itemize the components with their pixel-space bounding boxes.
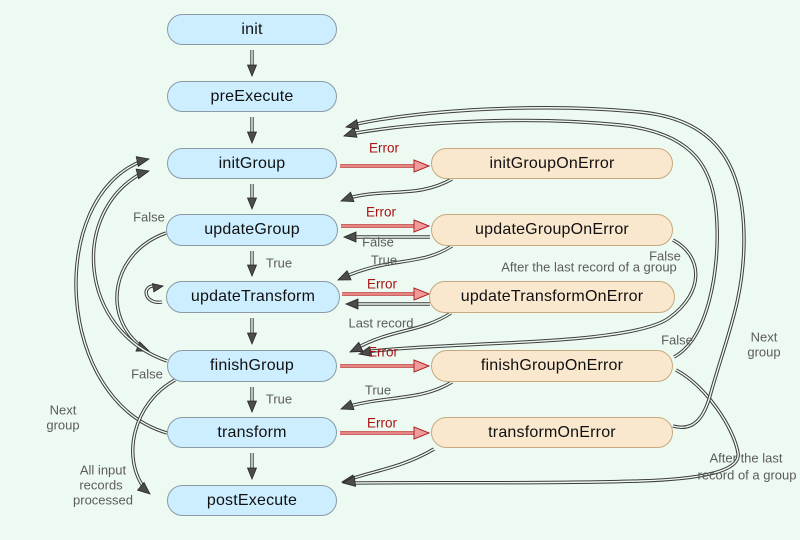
node-finish-group-on-error: finishGroupOnError [431, 350, 673, 382]
edge-transform-error [340, 426, 431, 440]
label-false-updategrouponerror: False [362, 234, 394, 250]
label-true-updategroup-updatetransform: True [265, 255, 293, 271]
edge-updatetransform-error [342, 287, 431, 301]
edge-finishgroup-initgroup-false [91, 168, 168, 363]
label-after-last-record-bottom-line2: record of a group [697, 467, 797, 483]
edge-finishgrouponerror-transform-true [340, 380, 453, 411]
edge-updatetransformonerror-updatetransform [344, 298, 430, 310]
label-true-updategrouponerror: True [370, 252, 398, 268]
label-true-finishgroup-transform: True [265, 391, 293, 407]
edge-initgrouponerror-updategroup [340, 177, 453, 203]
edge-updategroup-error [341, 219, 431, 233]
label-next-group-right-line2: group [747, 344, 781, 360]
label-false-afterlast-right: False [649, 248, 681, 264]
node-init-group-on-error: initGroupOnError [431, 148, 673, 179]
label-next-group-left-line2: group [46, 417, 80, 433]
edge-finishgroup-error [340, 359, 431, 373]
edge-updategrouponerror-updatetransform-true [337, 244, 453, 281]
label-false-finishgroup: False [131, 366, 163, 382]
node-init-group: initGroup [167, 148, 337, 179]
edge-updategroup-updatetransform-true [246, 251, 258, 278]
edge-updatetransform-self-loop [144, 283, 165, 304]
label-error-transform: Error [367, 415, 397, 431]
label-error-update-transform: Error [367, 276, 397, 292]
label-next-group-left-line1: Next [49, 402, 77, 418]
label-false-finishgrouponerror: False [661, 332, 693, 348]
edge-updatetransform-finishgroup [246, 318, 258, 346]
edge-finishgrouponerror-initgroup-false [343, 118, 719, 359]
edge-transform-postexecute [246, 453, 258, 481]
label-next-group-right-line1: Next [750, 329, 778, 345]
edge-transform-initgroup-nextgroup [74, 156, 168, 435]
node-update-group: updateGroup [166, 214, 338, 246]
label-after-last-record-mid: After the last record of a group [501, 259, 677, 275]
edge-updatetransformonerror-finishgroup-lastrecord [349, 311, 452, 353]
label-all-input-line3: processed [73, 492, 133, 508]
label-false-updategroup: False [133, 209, 165, 225]
node-transform-on-error: transformOnError [431, 417, 673, 448]
edge-updategroup-finishgroup-false [115, 231, 167, 352]
edge-preexecute-initgroup [246, 117, 258, 145]
edge-finishgroup-postexecute-allinput [131, 378, 176, 495]
node-update-transform: updateTransform [166, 281, 340, 313]
label-all-input-line1: All input [79, 462, 127, 478]
edge-updategrouponerror-updategroup-false [342, 231, 430, 243]
label-last-record: Last record [348, 315, 414, 331]
edge-finishgrouponerror-postexecute-afterlast [341, 368, 740, 487]
label-all-input-line2: records [79, 477, 123, 493]
label-error-update-group: Error [366, 204, 396, 220]
label-after-last-record-bottom-line1: After the last [709, 450, 783, 466]
label-error-finish-group: Error [368, 344, 398, 360]
edge-init-preexecute [246, 50, 258, 78]
node-finish-group: finishGroup [167, 350, 337, 382]
node-transform: transform [167, 417, 337, 448]
node-update-transform-on-error: updateTransformOnError [429, 281, 675, 313]
node-pre-execute: preExecute [167, 81, 337, 112]
node-post-execute: postExecute [167, 485, 337, 516]
edge-transformonerror-initgroup-nextgroup [344, 106, 746, 429]
label-error-init-group: Error [369, 140, 399, 156]
edge-finishgroup-transform-true [246, 387, 258, 414]
edge-initgroup-error [340, 159, 431, 173]
node-update-group-on-error: updateGroupOnError [431, 214, 673, 246]
edge-updategrouponerror-finishgroup-afterlast [357, 238, 698, 357]
node-init: init [167, 14, 337, 45]
edge-initgroup-updategroup [246, 184, 258, 211]
label-true-finishgrouponerror: True [364, 382, 392, 398]
